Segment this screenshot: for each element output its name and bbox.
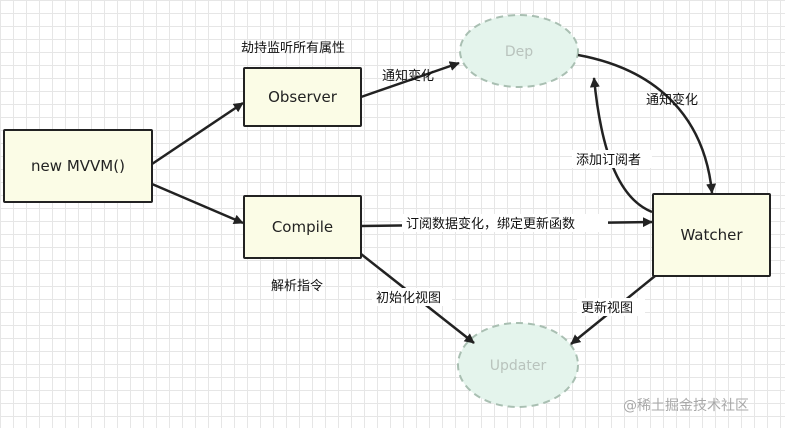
node-watcher-label: Watcher — [680, 226, 743, 244]
label-subscribe: 订阅数据变化，绑定更新函数 — [406, 216, 575, 232]
node-updater: Updater — [457, 322, 579, 408]
node-compile: Compile — [243, 195, 362, 259]
node-dep: Dep — [459, 14, 579, 88]
node-new-mvvm-label: new MVVM() — [31, 157, 125, 175]
label-init-view: 初始化视图 — [376, 291, 441, 306]
edge-watcher-to-dep — [589, 77, 653, 214]
node-observer: Observer — [243, 67, 362, 127]
label-update-view: 更新视图 — [581, 300, 633, 316]
label-subscribe-bg — [402, 214, 608, 232]
node-watcher: Watcher — [652, 193, 771, 277]
node-observer-label: Observer — [268, 88, 338, 106]
label-update-view-bg — [577, 298, 645, 316]
label-add-subscriber: 添加订阅者 — [576, 153, 641, 168]
node-updater-label: Updater — [490, 358, 547, 374]
node-dep-label: Dep — [505, 44, 533, 60]
label-notify-change-observer: 通知变化 — [382, 68, 434, 84]
label-notify-change-dep: 通知变化 — [646, 92, 698, 108]
watermark: @稀土掘金技术社区 — [623, 398, 749, 414]
node-new-mvvm: new MVVM() — [3, 129, 153, 203]
edge-dep-to-watcher — [577, 53, 717, 194]
label-parse-directive: 解析指令 — [271, 279, 323, 294]
label-add-subscriber-bg — [572, 150, 652, 168]
label-hijack: 劫持监听所有属性 — [241, 41, 345, 56]
edge-mvvm-to-observer — [151, 101, 244, 166]
label-init-view-bg — [372, 288, 452, 306]
edge-observer-to-dep — [360, 61, 460, 99]
edge-mvvm-to-compile — [151, 182, 244, 225]
node-compile-label: Compile — [272, 218, 333, 236]
